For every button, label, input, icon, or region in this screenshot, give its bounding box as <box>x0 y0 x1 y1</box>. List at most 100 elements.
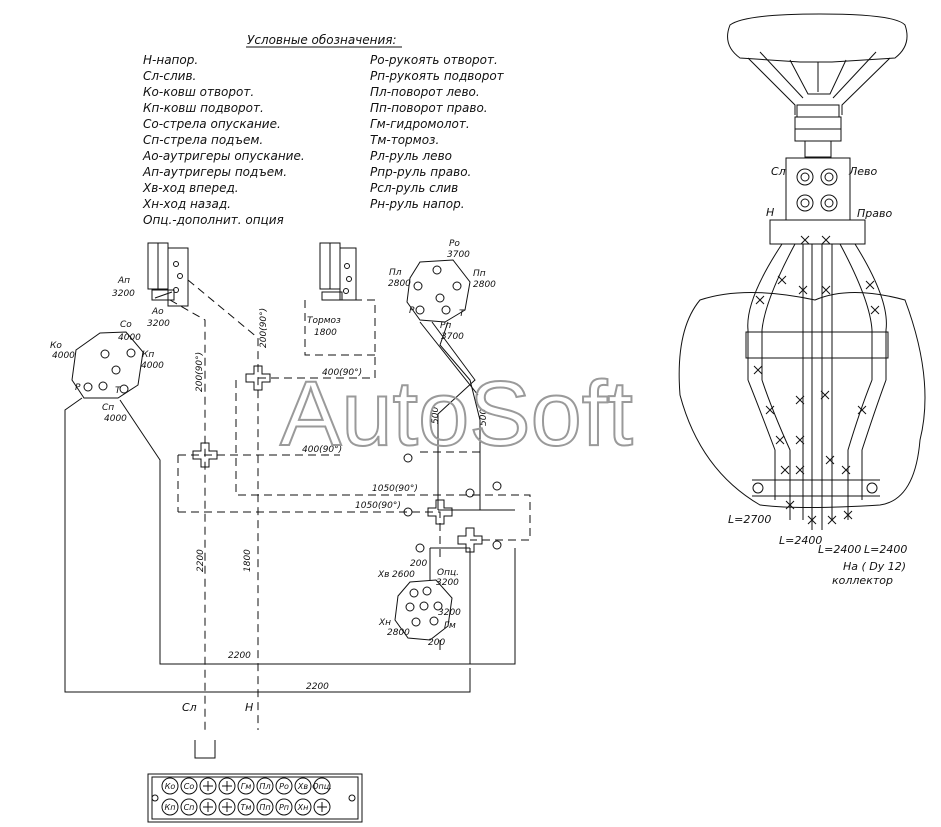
legend-left-item: Ао-аутригеры опускание. <box>142 149 305 163</box>
bundle-tick <box>795 435 805 445</box>
legend-left-item: Хв-ход вперед. <box>142 181 239 195</box>
manifold-port-label: Хв <box>297 782 308 791</box>
bundle-tick <box>795 465 805 475</box>
manifold-port-label: Гм <box>241 782 252 791</box>
bundle-tick <box>795 395 805 405</box>
brake-pedal: Тормоз 1800 <box>307 242 357 338</box>
label-gm: Гм <box>444 621 456 631</box>
dim-1050-90b: 1050(90°) <box>355 501 401 511</box>
dimension-labels: 200(90°) 200(90°) 400(90°) 400(90°) 1050… <box>182 308 489 714</box>
label-co: Со <box>120 320 132 330</box>
legend-left-item: Со-стрела опускание. <box>143 117 281 131</box>
manifold-port <box>294 798 312 816</box>
manifold-port-label: Хн <box>297 803 309 812</box>
dim-1050-90a: 1050(90°) <box>372 484 418 494</box>
manifold-port-label: Ко <box>165 782 176 791</box>
legend-right-item: Пл-поворот лево. <box>370 85 480 99</box>
watermark-text: AutoSoft <box>280 363 633 465</box>
junctions <box>192 365 502 553</box>
bundle-tick <box>870 305 880 315</box>
legend-left-item: Хн-ход назад. <box>142 197 231 211</box>
manifold-port <box>256 798 274 816</box>
manifold-port <box>275 798 293 816</box>
joystick3-body <box>394 579 453 641</box>
label-l2700: L=2700 <box>728 513 771 526</box>
manifold-port <box>199 777 217 795</box>
label-p: Р <box>75 383 81 393</box>
label-t: Т <box>115 386 122 396</box>
label-n-right: Н <box>766 206 774 219</box>
bundle-tick <box>843 510 853 520</box>
bundle-tick <box>821 235 831 245</box>
dim-1800v: 1800 <box>243 549 253 572</box>
legend-right-column: Ро-рукоять отворот.Рп-рукоять подворотПл… <box>370 53 505 211</box>
label-po: Ро <box>449 239 460 249</box>
legend-right-item: Тм-тормоз. <box>370 133 439 147</box>
label-an: Ап <box>117 276 130 286</box>
label-pp-val: 2800 <box>473 280 496 290</box>
label-p2: Р <box>409 306 415 316</box>
label-rp: Рп <box>440 321 451 331</box>
dim-400-90a: 400(90°) <box>322 368 362 378</box>
legend-left-column: Н-напор.Сл-слив.Ко-ковш отворот.Кп-ковш … <box>142 53 305 227</box>
joystick-travel: Хв 2600 Опц. 3200 3200 Гм Хн 2800 200 20… <box>377 559 461 648</box>
label-kp: Кп <box>142 350 154 360</box>
legend-right-item: Ро-рукоять отворот. <box>370 53 498 67</box>
bundle-tick <box>800 235 810 245</box>
dim-400-90b: 400(90°) <box>302 445 342 455</box>
manifold-port <box>180 777 198 795</box>
bundle-tick <box>755 295 765 305</box>
legend-right-item: Рл-руль лево <box>370 149 452 163</box>
label-xn-val: 2800 <box>387 628 410 638</box>
label-ao-val: 3200 <box>147 319 170 329</box>
fitting-circle <box>403 507 413 517</box>
legend-title: Условные обозначения: <box>247 33 397 47</box>
junction-cross <box>245 365 271 391</box>
manifold-port <box>256 777 274 795</box>
legend: Условные обозначения: Н-напор.Сл-слив.Ко… <box>142 33 505 227</box>
label-rp-val: 3700 <box>441 332 464 342</box>
label-200b: 200 <box>428 638 445 648</box>
fitting-circle <box>492 540 502 550</box>
junction-cross <box>427 499 453 525</box>
legend-right-item: Пп-поворот право. <box>370 101 488 115</box>
manifold-port-label: Сп <box>184 803 195 812</box>
manifold-port <box>237 777 255 795</box>
label-kollektor: коллектор <box>832 574 893 587</box>
manifold-port <box>237 798 255 816</box>
bundle-tick <box>777 275 787 285</box>
dim-500b: 500 <box>479 409 489 426</box>
joystick-body <box>71 331 144 399</box>
bundle-tick <box>857 405 867 415</box>
label-kp-val: 4000 <box>141 361 164 371</box>
fitting-circle <box>465 488 475 498</box>
label-t2: Т <box>459 309 466 319</box>
legend-left-item: Н-напор. <box>143 53 198 67</box>
bundle-tick <box>841 465 851 475</box>
label-gm-val: 3200 <box>438 608 461 618</box>
manifold-port <box>313 777 331 795</box>
manifold-port <box>218 798 236 816</box>
label-ko-val: 4000 <box>52 351 75 361</box>
fitting-circle <box>415 543 425 553</box>
label-xv-val: 2600 <box>392 570 415 580</box>
label-po-val: 3700 <box>447 250 470 260</box>
manifold-port-label: Тм <box>241 803 252 812</box>
bundle-tick <box>820 390 830 400</box>
bundle-tick <box>798 285 808 295</box>
label-tormoz-val: 1800 <box>314 328 337 338</box>
legend-right-item: Рсл-руль слив <box>370 181 458 195</box>
legend-left-item: Сл-слив. <box>143 69 196 83</box>
manifold-port <box>218 777 236 795</box>
hose-lines <box>64 279 531 730</box>
manifold-port <box>161 777 179 795</box>
tank-fitting <box>194 740 216 759</box>
label-na-dy: На ( Dy 12) <box>843 560 906 573</box>
label-ao: Ао <box>151 307 164 317</box>
legend-right-item: Рпр-руль право. <box>370 165 471 179</box>
manifold-port-label: Пл <box>259 782 270 791</box>
label-cn-val: 4000 <box>104 414 127 424</box>
